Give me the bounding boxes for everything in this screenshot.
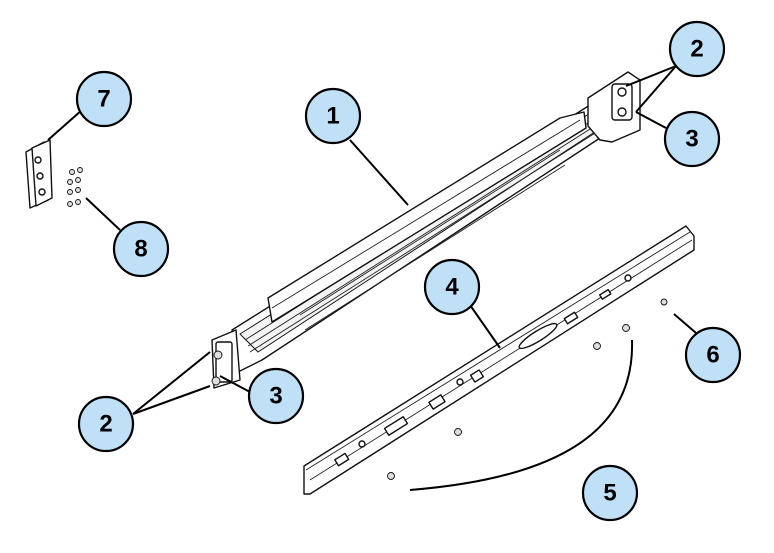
leader-lines (47, 65, 711, 491)
callout-2-rear: 2 (668, 20, 726, 78)
callout-8: 8 (112, 220, 170, 278)
callout-6-label: 6 (706, 342, 719, 369)
callout-2-rear-label: 2 (690, 36, 703, 63)
callout-3-rear: 3 (663, 110, 721, 168)
callout-4-label: 4 (445, 274, 459, 301)
callout-7: 7 (75, 70, 133, 128)
screw-6 (660, 298, 668, 306)
adapter-brackets (25, 139, 53, 209)
front-bracket (211, 329, 241, 389)
callout-1: 1 (304, 87, 362, 145)
callout-6: 6 (684, 326, 742, 384)
callout-3-front-label: 3 (269, 383, 282, 410)
callout-1-label: 1 (326, 103, 339, 130)
callout-3-rear-label: 3 (685, 126, 698, 153)
inner-rail (303, 225, 695, 495)
screws-5 (387, 324, 630, 480)
rear-bracket (587, 71, 641, 143)
callout-4: 4 (423, 258, 481, 316)
callout-2-front-label: 2 (99, 411, 112, 438)
callout-5-label: 5 (603, 480, 616, 507)
callout-2-front: 2 (77, 395, 135, 453)
callout-7-label: 7 (97, 86, 110, 113)
slide-rail-assembly (211, 71, 641, 389)
callout-3-front: 3 (247, 367, 305, 425)
callout-8-label: 8 (134, 236, 147, 263)
screw-set-8 (67, 167, 83, 207)
callout-5: 5 (581, 464, 639, 522)
